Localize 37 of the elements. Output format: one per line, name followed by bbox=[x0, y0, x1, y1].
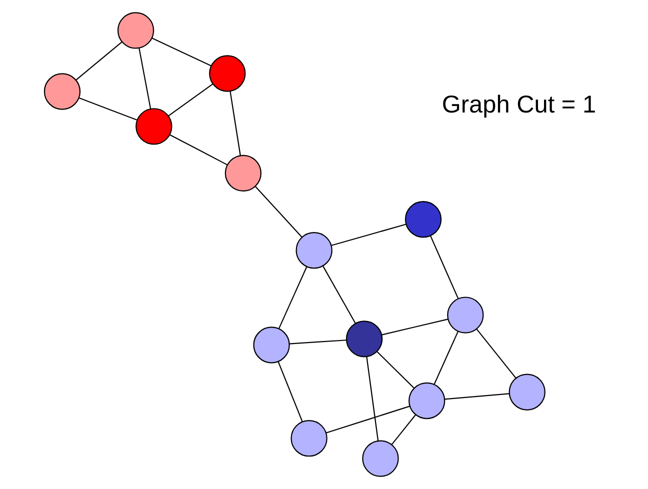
connector bbox=[325, 406, 410, 434]
node-circle bbox=[224, 154, 261, 192]
connector bbox=[278, 266, 307, 329]
node-circle bbox=[208, 55, 246, 92]
connector bbox=[168, 134, 227, 166]
connector bbox=[366, 356, 378, 441]
connector bbox=[391, 414, 416, 445]
node-circle bbox=[446, 296, 484, 334]
node-circle bbox=[404, 201, 442, 238]
connector bbox=[444, 393, 509, 400]
connector bbox=[78, 97, 137, 121]
connector bbox=[277, 361, 302, 422]
connector bbox=[75, 42, 122, 80]
connector bbox=[151, 38, 211, 66]
node-circle bbox=[362, 440, 398, 477]
node-circle bbox=[295, 232, 332, 269]
connector bbox=[330, 224, 406, 246]
connector bbox=[138, 48, 151, 110]
node-circle bbox=[116, 12, 154, 49]
node-circle bbox=[252, 326, 290, 364]
connector bbox=[254, 186, 302, 238]
connector bbox=[476, 328, 516, 378]
connector bbox=[288, 340, 346, 344]
node-circle bbox=[290, 420, 327, 457]
connector bbox=[381, 318, 448, 336]
node-circle bbox=[345, 320, 382, 358]
connector bbox=[433, 331, 458, 385]
connector bbox=[168, 84, 213, 116]
node-circle bbox=[408, 382, 445, 420]
connector bbox=[430, 236, 458, 299]
node-circle bbox=[135, 108, 172, 145]
node-circle bbox=[43, 73, 80, 110]
connector bbox=[376, 351, 414, 388]
connector bbox=[229, 91, 240, 156]
connector bbox=[322, 266, 356, 324]
label: Graph Cut = 1 bbox=[441, 91, 596, 118]
node-circle bbox=[508, 374, 545, 410]
